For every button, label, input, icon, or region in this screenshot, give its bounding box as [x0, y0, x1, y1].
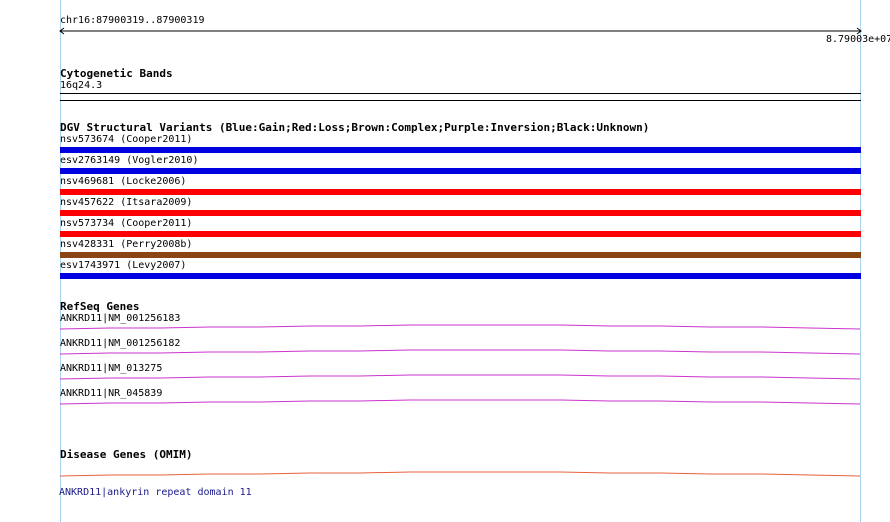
dgv-variant-label[interactable]: esv2763149 (Vogler2010)	[60, 155, 199, 166]
dgv-variant-label[interactable]: nsv573674 (Cooper2011)	[60, 134, 193, 145]
dgv-variant-bar[interactable]	[60, 147, 861, 153]
ruler-scale-label: 8.79003e+07	[826, 34, 890, 45]
cytoband-track-title: Cytogenetic Bands	[60, 67, 173, 80]
refseq-gene-label[interactable]: ANKRD11|NR_045839	[60, 388, 163, 399]
dgv-track-title: DGV Structural Variants (Blue:Gain;Red:L…	[60, 121, 650, 134]
dgv-variant-label[interactable]: nsv428331 (Perry2008b)	[60, 239, 193, 250]
dgv-variant-label[interactable]: nsv469681 (Locke2006)	[60, 176, 187, 187]
dgv-variant-bar[interactable]	[60, 273, 861, 279]
dgv-variant-bar[interactable]	[60, 231, 861, 237]
cytoband-bottom-line	[60, 100, 861, 101]
dgv-variant-label[interactable]: esv1743971 (Levy2007)	[60, 260, 187, 271]
refseq-gene-label[interactable]: ANKRD11|NM_001256183	[60, 313, 181, 324]
gene-line-path[interactable]	[59, 471, 861, 477]
gene-line-path[interactable]	[59, 324, 861, 330]
ruler-location: chr16:87900319..87900319	[60, 15, 205, 26]
refseq-gene-line[interactable]	[0, 398, 890, 408]
refseq-track-title: RefSeq Genes	[60, 300, 140, 313]
refseq-gene-line[interactable]	[0, 323, 890, 333]
omim-gene-label[interactable]: ANKRD11|ankyrin repeat domain 11	[59, 487, 252, 498]
omim-gene-line[interactable]	[0, 470, 890, 480]
dgv-variant-bar[interactable]	[60, 210, 861, 216]
dgv-variant-label[interactable]: nsv573734 (Cooper2011)	[60, 218, 193, 229]
omim-track-title: Disease Genes (OMIM)	[60, 448, 193, 461]
refseq-gene-line[interactable]	[0, 373, 890, 383]
dgv-variant-bar[interactable]	[60, 168, 861, 174]
dgv-variant-bar[interactable]	[60, 189, 861, 195]
refseq-gene-label[interactable]: ANKRD11|NM_001256182	[60, 338, 181, 349]
ruler-arrow	[59, 27, 862, 35]
left-boundary-line	[60, 0, 61, 522]
refseq-gene-label[interactable]: ANKRD11|NM_013275	[60, 363, 163, 374]
dgv-variant-bar[interactable]	[60, 252, 861, 258]
gene-line-path[interactable]	[59, 374, 861, 380]
cytoband-label[interactable]: 16q24.3	[60, 80, 103, 91]
gene-line-path[interactable]	[59, 349, 861, 355]
right-boundary-line	[860, 0, 861, 522]
refseq-gene-line[interactable]	[0, 348, 890, 358]
cytoband-top-line	[60, 93, 861, 94]
gene-line-path[interactable]	[59, 399, 861, 405]
dgv-variant-label[interactable]: nsv457622 (Itsara2009)	[60, 197, 193, 208]
